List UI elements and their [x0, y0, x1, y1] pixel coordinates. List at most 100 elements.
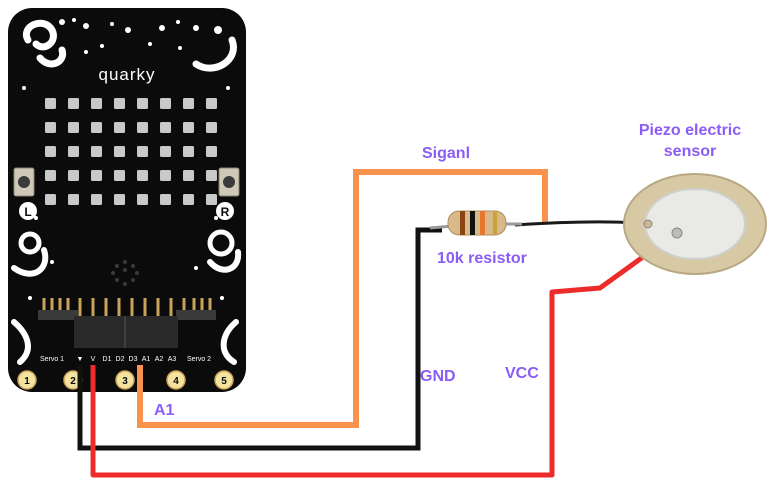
edge-pad [166, 370, 186, 390]
swirl-top-left [22, 19, 57, 51]
a1-label: A1 [154, 402, 175, 419]
vcc-label: VCC [505, 365, 539, 382]
header-pin [156, 298, 160, 316]
resistor-band-3 [480, 211, 485, 235]
header-pin [78, 298, 82, 316]
led-pixel [160, 146, 171, 157]
header-label: Servo 1 [40, 356, 64, 363]
header-block [74, 316, 178, 348]
header-label: Servo 2 [187, 356, 211, 363]
header-pin [169, 298, 173, 316]
gnd-label: GND [420, 368, 456, 385]
piezo-edge-solder [643, 219, 653, 229]
edge-pad-label: 1 [24, 376, 30, 387]
header-label: ▼ [77, 356, 84, 363]
led-pixel [114, 98, 125, 109]
piezo-label-line2: sensor [663, 142, 717, 160]
resistor-body [447, 210, 507, 236]
header-pin [182, 298, 186, 316]
piezo-label: Piezo electric sensor [630, 121, 750, 163]
piezo-label-line1: Piezo electric [638, 122, 742, 139]
led-pixel [206, 122, 217, 133]
led-pixel [206, 146, 217, 157]
piezo-ceramic-disc [644, 188, 746, 260]
header-label: D1 [103, 356, 112, 363]
led-pixel [137, 146, 148, 157]
led-pixel [137, 122, 148, 133]
ring-right [207, 229, 235, 257]
led-matrix [45, 98, 217, 205]
led-pixel [114, 122, 125, 133]
servo1-header [38, 310, 78, 320]
resistor-label: 10k resistor [437, 250, 527, 267]
led-pixel [68, 146, 79, 157]
servo2-header [176, 310, 216, 320]
led-pixel [68, 170, 79, 181]
edge-pad [17, 370, 37, 390]
header-label: D3 [129, 356, 138, 363]
led-pixel [206, 98, 217, 109]
button-r-label: R [221, 205, 230, 219]
swirl-bottom-right [220, 319, 239, 365]
board-dots [22, 18, 230, 300]
led-pixel [45, 98, 56, 109]
header-pin [50, 298, 54, 316]
resistor-band-4 [493, 211, 497, 235]
led-pixel [91, 98, 102, 109]
piezo-sensor [623, 173, 767, 275]
header-pin [42, 298, 46, 316]
signal-label: Siganl [422, 145, 471, 162]
header-pin [104, 298, 108, 316]
led-pixel [91, 170, 102, 181]
piezo-solder-point [671, 227, 683, 239]
led-pixel [137, 98, 148, 109]
header-label: D2 [116, 356, 125, 363]
header-pin [58, 298, 62, 316]
swirl-top-right [192, 36, 237, 72]
edge-pad [214, 370, 234, 390]
header-pins [38, 298, 216, 320]
gnd-wire [77, 227, 442, 451]
swirl-top-left-2 [36, 46, 67, 68]
side-button-left[interactable] [13, 167, 35, 197]
header-pin [117, 298, 121, 316]
led-pixel [160, 194, 171, 205]
led-pixel [183, 170, 194, 181]
header-pin [143, 298, 147, 316]
signal-wire [137, 169, 548, 428]
led-pixel [45, 170, 56, 181]
header-label: A3 [168, 356, 177, 363]
button-l-label: L [24, 205, 31, 219]
led-pixel [206, 194, 217, 205]
header-pin [91, 298, 95, 316]
header-label: V [91, 356, 96, 363]
led-pixel [183, 122, 194, 133]
button-r-badge [216, 202, 234, 220]
led-pixel [45, 122, 56, 133]
speaker-grille [111, 260, 139, 286]
brand-logo: quarky [98, 65, 155, 84]
header-pin [66, 298, 70, 316]
side-button-right[interactable] [218, 167, 240, 197]
led-pixel [68, 194, 79, 205]
led-pixel [91, 122, 102, 133]
header-label: A2 [155, 356, 164, 363]
edge-pad-label: 4 [173, 376, 179, 387]
led-pixel [137, 170, 148, 181]
led-pixel [114, 146, 125, 157]
led-pixel [91, 194, 102, 205]
swirl-left [11, 247, 49, 277]
led-pixel [160, 98, 171, 109]
edge-pad [115, 370, 135, 390]
led-pixel [137, 194, 148, 205]
led-pixel [91, 146, 102, 157]
led-pixel [45, 194, 56, 205]
swirl-bottom-left [11, 319, 31, 365]
vcc-wire [90, 233, 674, 478]
button-l-badge [19, 202, 37, 220]
header-pin [208, 298, 212, 316]
led-pixel [45, 146, 56, 157]
